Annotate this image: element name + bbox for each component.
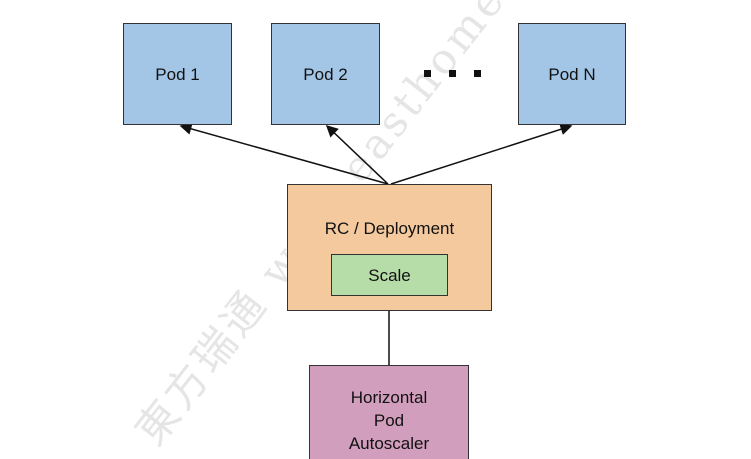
hpa-label-line: Pod (373, 411, 405, 430)
hpa-label-line: Autoscaler (348, 434, 430, 453)
ellipsis-dot (449, 70, 456, 77)
pod-n-box: Pod N (518, 23, 626, 125)
arrow-to-pod-2 (325, 124, 389, 185)
pod-1-label: Pod 1 (155, 64, 200, 84)
arrow-to-pod-n (390, 123, 573, 185)
ellipsis-dot (424, 70, 431, 77)
hpa-label-line: Horizontal (350, 388, 428, 407)
pod-n-label: Pod N (548, 64, 596, 84)
ellipsis-dot (474, 70, 481, 77)
arrow-to-pod-1 (179, 123, 389, 185)
scale-box: Scale (331, 254, 448, 296)
pod-1-box: Pod 1 (123, 23, 232, 125)
pod-2-label: Pod 2 (303, 64, 348, 84)
hpa-box: Horizontal Pod Autoscaler (309, 365, 469, 459)
rc-deployment-title: RC / Deployment (324, 219, 455, 238)
scale-label: Scale (368, 265, 411, 285)
pod-2-box: Pod 2 (271, 23, 380, 125)
